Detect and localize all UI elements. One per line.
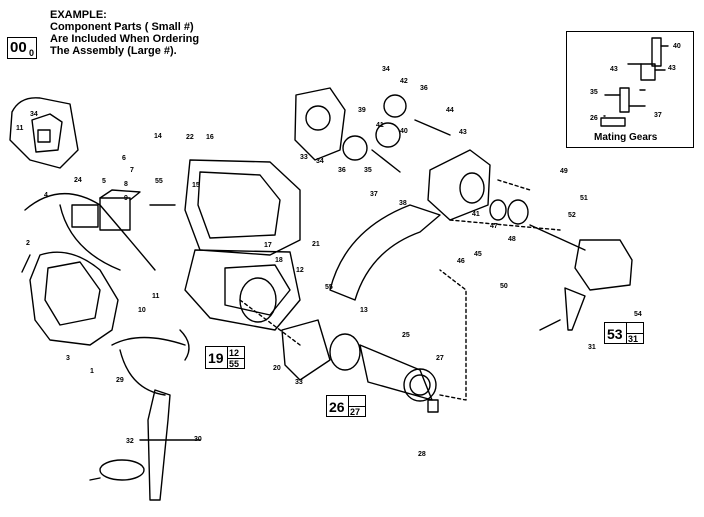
svg-text:10: 10	[138, 307, 146, 314]
svg-text:55: 55	[155, 178, 163, 185]
svg-text:25: 25	[402, 332, 410, 339]
svg-text:49: 49	[560, 168, 568, 175]
svg-text:11: 11	[152, 293, 160, 300]
svg-text:37: 37	[370, 191, 378, 198]
legend-big-number: 00	[10, 39, 27, 56]
legend-line-3: The Assembly (Large #).	[50, 45, 177, 57]
callout-26-number: 26	[329, 399, 345, 415]
callout-19: 19 12 55	[205, 346, 245, 369]
svg-text:43: 43	[459, 129, 467, 136]
svg-text:28: 28	[418, 451, 426, 458]
svg-text:31: 31	[588, 344, 596, 351]
svg-text:34: 34	[316, 158, 324, 165]
svg-text:55: 55	[325, 284, 333, 291]
svg-text:21: 21	[312, 241, 320, 248]
svg-text:43: 43	[668, 65, 676, 72]
motor-housing	[184, 159, 301, 331]
svg-text:2: 2	[26, 240, 30, 247]
svg-text:1: 1	[90, 368, 94, 375]
svg-text:37: 37	[654, 112, 662, 119]
legend-heading: EXAMPLE:	[50, 9, 107, 21]
svg-text:40: 40	[673, 43, 681, 50]
svg-text:42: 42	[400, 78, 408, 85]
handle-half	[21, 251, 119, 346]
svg-text:43: 43	[610, 66, 618, 73]
svg-text:54: 54	[634, 311, 642, 318]
callout-19-small-bottom: 55	[229, 359, 240, 369]
svg-text:16: 16	[206, 134, 214, 141]
switch-inset	[9, 97, 79, 169]
svg-text:20: 20	[273, 365, 281, 372]
svg-text:45: 45	[474, 251, 482, 258]
callout-53: 53 31	[604, 322, 644, 344]
svg-text:34: 34	[382, 66, 390, 73]
svg-text:17: 17	[264, 242, 272, 249]
callout-19-number: 19	[208, 350, 224, 366]
legend-text: EXAMPLE: Component Parts ( Small #) Are …	[50, 9, 199, 57]
svg-text:26: 26	[590, 115, 598, 122]
svg-text:11: 11	[16, 125, 24, 132]
callout-53-number: 53	[607, 326, 623, 342]
svg-text:5: 5	[102, 178, 106, 185]
mating-gears-title: Mating Gears	[594, 132, 658, 143]
svg-text:18: 18	[275, 257, 283, 264]
svg-text:38: 38	[399, 200, 407, 207]
svg-text:29: 29	[116, 377, 124, 384]
svg-text:34: 34	[30, 111, 38, 118]
svg-text:52: 52	[568, 212, 576, 219]
svg-text:22: 22	[186, 134, 194, 141]
callout-19-small-top: 12	[229, 348, 240, 358]
svg-text:14: 14	[154, 133, 162, 140]
svg-text:15: 15	[192, 182, 200, 189]
legend-example-box: 00 0	[7, 37, 37, 59]
svg-text:35: 35	[590, 89, 598, 96]
svg-text:39: 39	[358, 107, 366, 114]
svg-text:4: 4	[44, 192, 48, 199]
svg-text:32: 32	[126, 438, 134, 445]
svg-text:47: 47	[490, 223, 498, 230]
svg-text:33: 33	[300, 154, 308, 161]
svg-text:24: 24	[74, 177, 82, 184]
svg-text:50: 50	[500, 283, 508, 290]
svg-text:9: 9	[124, 195, 128, 202]
svg-text:51: 51	[580, 195, 588, 202]
callout-53-small-bottom: 31	[628, 334, 639, 344]
legend-line-2: Are Included When Ordering	[50, 33, 200, 45]
svg-text:13: 13	[360, 307, 368, 314]
mating-gears-box	[566, 31, 694, 148]
svg-text:36: 36	[338, 167, 346, 174]
svg-text:46: 46	[457, 258, 465, 265]
svg-text:36: 36	[420, 85, 428, 92]
svg-text:12: 12	[296, 267, 304, 274]
callout-26: 26 27	[326, 395, 366, 417]
svg-text:41: 41	[472, 211, 480, 218]
svg-text:40: 40	[400, 128, 408, 135]
svg-text:8: 8	[124, 181, 128, 188]
svg-text:6: 6	[122, 155, 126, 162]
gear-case	[294, 87, 451, 173]
svg-text:35: 35	[364, 167, 372, 174]
svg-text:3: 3	[66, 355, 70, 362]
svg-text:27: 27	[436, 355, 444, 362]
svg-text:48: 48	[508, 236, 516, 243]
svg-text:30: 30	[194, 436, 202, 443]
svg-text:44: 44	[446, 107, 454, 114]
legend-small-number: 0	[28, 48, 34, 58]
mating-gears-schematic	[600, 37, 669, 127]
svg-text:7: 7	[130, 167, 134, 174]
callout-26-small-bottom: 27	[350, 407, 361, 417]
legend-line-1: Component Parts ( Small #)	[50, 21, 194, 33]
svg-text:33: 33	[295, 379, 303, 386]
svg-text:41: 41	[376, 122, 384, 129]
